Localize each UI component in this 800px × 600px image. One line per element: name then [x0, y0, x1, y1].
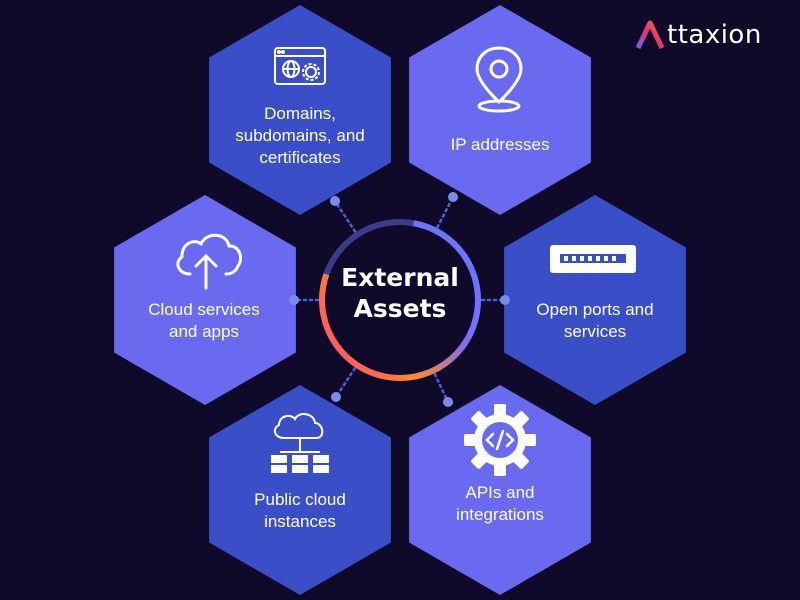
connector-dot-ports	[500, 295, 510, 305]
center-ring	[319, 218, 481, 381]
node-label-ports: Open ports and services	[536, 300, 654, 341]
network-switch-icon	[550, 245, 636, 273]
node-label-cloud: Cloud services and apps	[148, 300, 260, 341]
attaxion-logo-mark	[636, 20, 665, 50]
cloud-upload-icon	[176, 233, 243, 290]
connector-apis	[433, 372, 450, 404]
connector-instances	[334, 367, 357, 399]
connector-dot-instances	[331, 392, 341, 402]
connector-domains	[333, 199, 357, 233]
center-ring-gradient	[319, 218, 481, 381]
connector-layer	[289, 192, 510, 407]
connector-ip	[436, 195, 455, 229]
node-label-instances: Public cloud instances	[254, 490, 346, 531]
node-label-apis: APIs and integrations	[456, 483, 544, 524]
browser-certificate-icon	[274, 47, 326, 85]
location-pin-icon	[475, 46, 523, 113]
cloud-network-icon	[271, 413, 329, 473]
code-gear-icon	[464, 404, 536, 476]
connector-dot-cloud	[289, 295, 299, 305]
hexagon-ports	[504, 195, 686, 405]
hexagon-layer	[114, 5, 686, 595]
node-label-domains: Domains, subdomains, and certificates	[235, 104, 365, 167]
connector-dot-apis	[443, 397, 453, 407]
attaxion-logo-text: ttaxion	[667, 20, 762, 50]
hexagon-apis	[409, 385, 591, 595]
icon-layer	[176, 46, 636, 476]
hexagon-domains	[209, 5, 391, 215]
node-label-ip: IP addresses	[450, 135, 550, 154]
connector-dot-ip	[448, 192, 458, 202]
connector-dot-domains	[330, 196, 340, 206]
hexagon-cloud	[114, 195, 296, 405]
center-title: External Assets	[341, 263, 459, 323]
hexagon-instances	[209, 385, 391, 595]
attaxion-logo: ttaxion	[636, 20, 762, 50]
